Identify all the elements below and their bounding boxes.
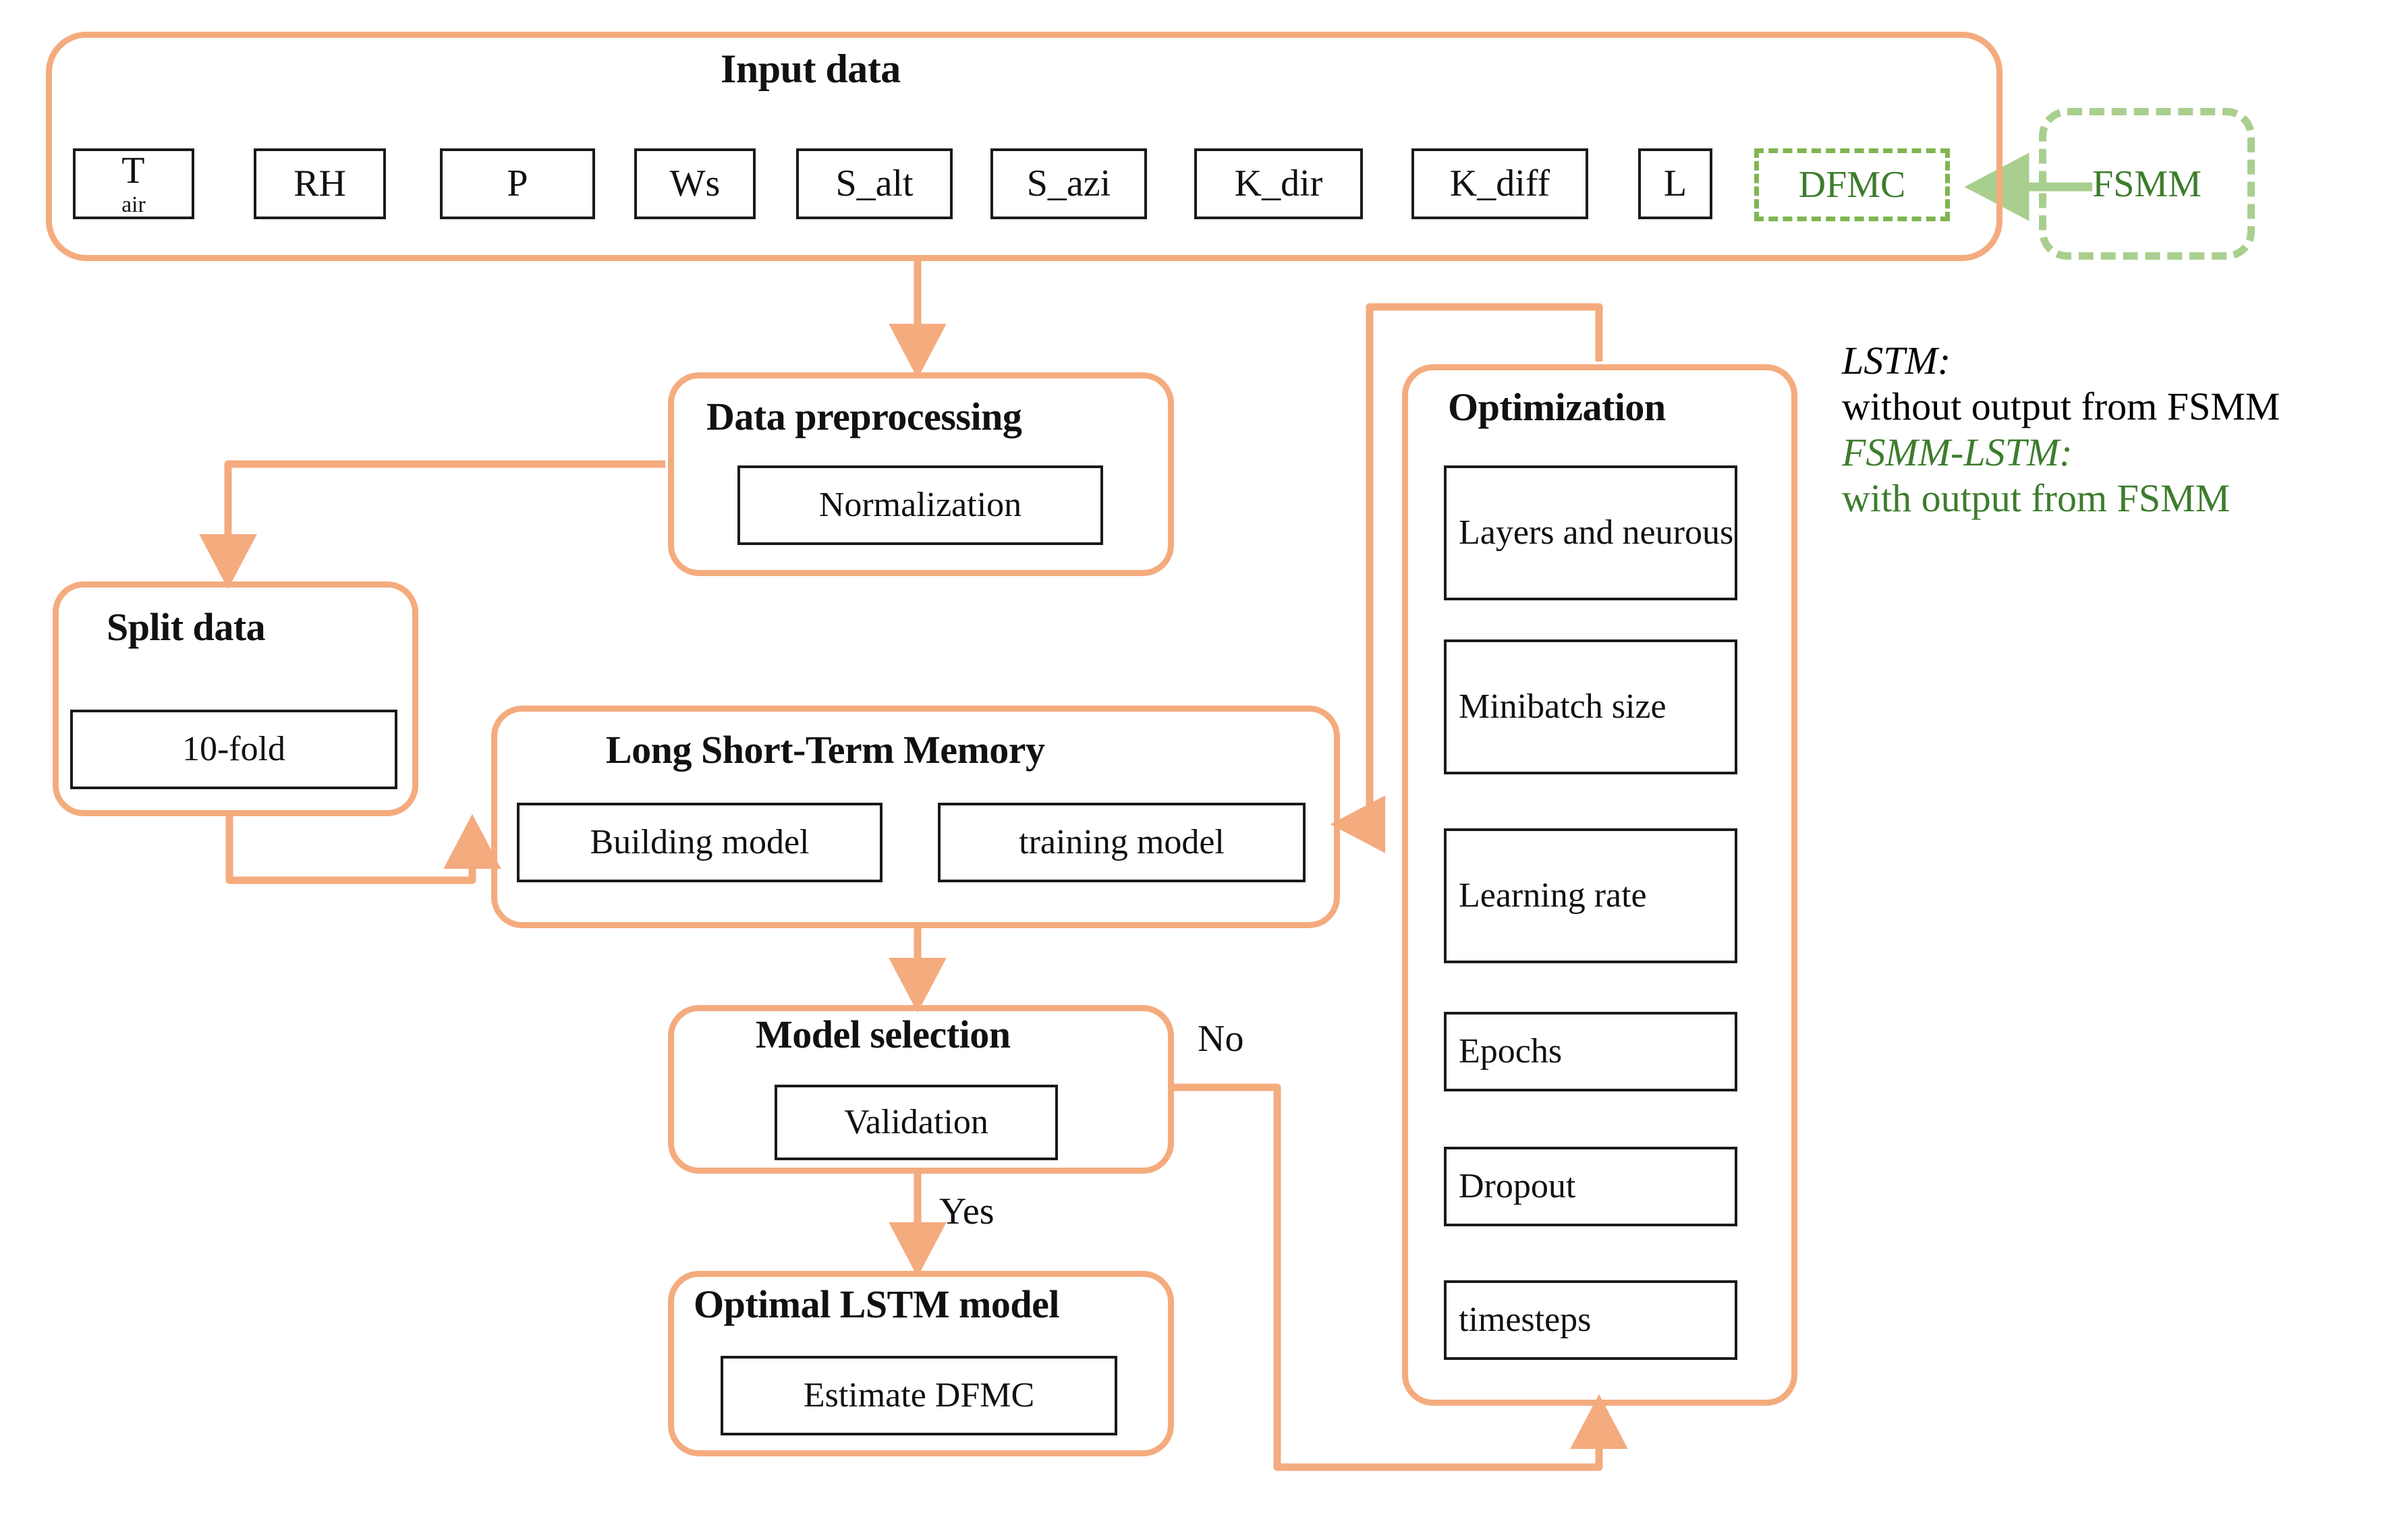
optimal-lstm-title: Optimal LSTM model	[694, 1282, 1060, 1326]
edge-label-no: No	[1198, 1018, 1244, 1060]
lstm-item-training-model: training model	[938, 803, 1306, 882]
split-data-title: Split data	[107, 605, 266, 649]
optimal-lstm-stage	[668, 1271, 1174, 1456]
dfmc-box: DFMC	[1754, 148, 1950, 221]
optimization-item-minibatch-size: Minibatch size	[1444, 639, 1737, 774]
input-var-t-air-sub: air	[121, 192, 146, 218]
legend-lstm-desc: without output from FSMM	[1842, 384, 2280, 428]
edge-preprocessing-to-split	[199, 460, 665, 590]
split-item-10-fold: 10-fold	[70, 710, 397, 789]
split-data-stage	[53, 581, 418, 816]
input-data-title: Input data	[721, 47, 901, 91]
optimization-item-learning-rate: Learning rate	[1444, 828, 1737, 963]
input-var-p: P	[440, 148, 595, 219]
input-var-s-alt: S_alt	[796, 148, 953, 219]
input-var-k-diff: K_diff	[1411, 148, 1588, 219]
dfmc-label: DFMC	[1798, 164, 1906, 206]
preprocessing-item-normalization: Normalization	[737, 465, 1103, 545]
input-var-l: L	[1638, 148, 1712, 219]
legend-fsmm-lstm-desc: with output from FSMM	[1842, 476, 2231, 520]
model-selection-title: Model selection	[756, 1012, 1011, 1056]
legend-fsmm-lstm-key: FSMM-LSTM:	[1842, 430, 2073, 474]
legend-lstm-key: LSTM:	[1842, 339, 1951, 382]
input-var-s-azi: S_azi	[990, 148, 1147, 219]
input-data-stage	[46, 32, 2003, 261]
data-preprocessing-title: Data preprocessing	[706, 395, 1022, 438]
optimization-item-layers-and-neurous: Layers and neurous	[1444, 465, 1737, 600]
data-preprocessing-stage	[668, 372, 1174, 576]
optimization-item-epochs: Epochs	[1444, 1012, 1737, 1091]
input-var-k-dir: K_dir	[1194, 148, 1363, 219]
lstm-stage	[491, 706, 1340, 928]
optimal-item-estimate-dfmc: Estimate DFMC	[721, 1356, 1117, 1435]
optimization-item-timesteps: timesteps	[1444, 1280, 1737, 1360]
optimization-stage	[1402, 364, 1797, 1406]
input-var-rh: RH	[254, 148, 386, 219]
lstm-title: Long Short-Term Memory	[606, 728, 1045, 772]
fsmm-box: FSMM	[2039, 108, 2255, 260]
model-selection-item-validation: Validation	[775, 1085, 1058, 1160]
input-var-t-air-label: T	[121, 150, 145, 192]
optimization-item-dropout: Dropout	[1444, 1147, 1737, 1226]
fsmm-label: FSMM	[2092, 163, 2202, 205]
input-var-ws: Ws	[634, 148, 756, 219]
edge-label-yes: Yes	[939, 1191, 995, 1232]
optimization-title: Optimization	[1448, 385, 1666, 429]
model-selection-stage	[668, 1005, 1174, 1174]
edge-split-to-lstm	[225, 813, 501, 884]
legend: LSTM: without output from FSMM FSMM-LSTM…	[1842, 341, 2280, 518]
lstm-item-building-model: Building model	[517, 803, 883, 882]
